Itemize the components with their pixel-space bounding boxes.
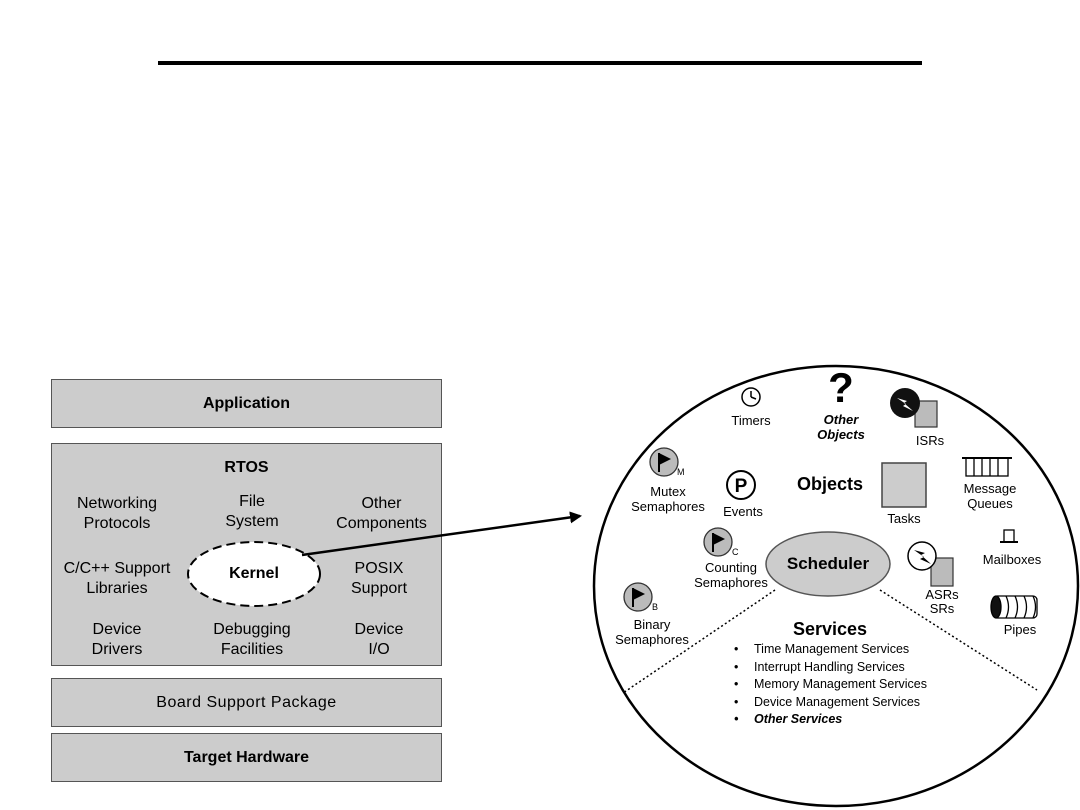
binary-sub-label: B bbox=[652, 602, 659, 612]
networking-protocols: Networking Protocols bbox=[76, 495, 158, 532]
application-label: Application bbox=[202, 394, 291, 412]
service-item: Time Management Services bbox=[734, 641, 927, 659]
service-item: Device Management Services bbox=[734, 694, 927, 712]
counting-flag-icon bbox=[703, 527, 733, 557]
hardware-layer: Target Hardware bbox=[51, 733, 442, 782]
service-item: Interrupt Handling Services bbox=[734, 659, 927, 677]
services-title: Services bbox=[792, 619, 868, 639]
mailboxes-label: Mailboxes bbox=[982, 552, 1042, 567]
bsp-label: Board Support Package bbox=[156, 693, 337, 711]
kernel-ellipse bbox=[187, 541, 321, 607]
isr-icon bbox=[890, 388, 938, 428]
asr-icon bbox=[907, 541, 954, 587]
debugging-facilities: Debugging Facilities bbox=[213, 621, 291, 658]
bsp-layer: Board Support Package bbox=[51, 678, 442, 727]
svg-text:P: P bbox=[735, 476, 748, 497]
events-label: Events bbox=[723, 504, 763, 519]
posix-support: POSIX Support bbox=[350, 560, 408, 597]
device-io: Device I/O bbox=[354, 621, 404, 658]
hardware-label: Target Hardware bbox=[183, 748, 310, 766]
objects-title: Objects bbox=[796, 474, 864, 494]
service-item: Other Services bbox=[734, 711, 927, 729]
events-icon: P bbox=[726, 470, 756, 500]
clock-icon bbox=[741, 387, 761, 407]
mutex-semaphores-label: Mutex Semaphores bbox=[631, 484, 705, 514]
other-components: Other Components bbox=[336, 495, 427, 532]
pipes-icon bbox=[990, 595, 1038, 619]
mailbox-icon bbox=[1000, 529, 1018, 543]
pipes-label: Pipes bbox=[1003, 622, 1037, 637]
message-queues-label: Message Queues bbox=[963, 481, 1017, 511]
mutex-sub-label: M bbox=[677, 467, 685, 477]
scheduler-ellipse bbox=[765, 531, 891, 597]
counting-sub-label: C bbox=[732, 547, 739, 557]
asrs-label: ASRs SRs bbox=[925, 587, 959, 616]
service-item: Memory Management Services bbox=[734, 676, 927, 694]
rtos-title: RTOS bbox=[224, 459, 269, 476]
application-layer: Application bbox=[51, 379, 442, 428]
tasks-icon bbox=[881, 462, 927, 508]
mutex-flag-icon bbox=[649, 447, 679, 477]
message-queue-icon bbox=[962, 457, 1012, 477]
cpp-support-libraries: C/C++ Support Libraries bbox=[63, 560, 171, 597]
device-drivers: Device Drivers bbox=[91, 621, 143, 658]
other-objects-label: Other Objects bbox=[817, 412, 865, 442]
zoom-arrow bbox=[301, 511, 582, 557]
divider-left bbox=[622, 589, 776, 694]
kernel-label: Kernel bbox=[229, 565, 279, 582]
services-list: Time Management Services Interrupt Handl… bbox=[734, 641, 927, 729]
binary-flag-icon bbox=[623, 582, 653, 612]
question-mark-icon: ? bbox=[828, 364, 854, 411]
isrs-label: ISRs bbox=[915, 433, 945, 448]
file-system: File System bbox=[225, 493, 279, 530]
timers-label: Timers bbox=[731, 413, 771, 428]
tasks-label: Tasks bbox=[887, 511, 921, 526]
title-rule bbox=[158, 61, 922, 65]
scheduler-label: Scheduler bbox=[786, 554, 870, 573]
counting-semaphores-label: Counting Semaphores bbox=[694, 560, 768, 590]
binary-semaphores-label: Binary Semaphores bbox=[615, 617, 689, 647]
